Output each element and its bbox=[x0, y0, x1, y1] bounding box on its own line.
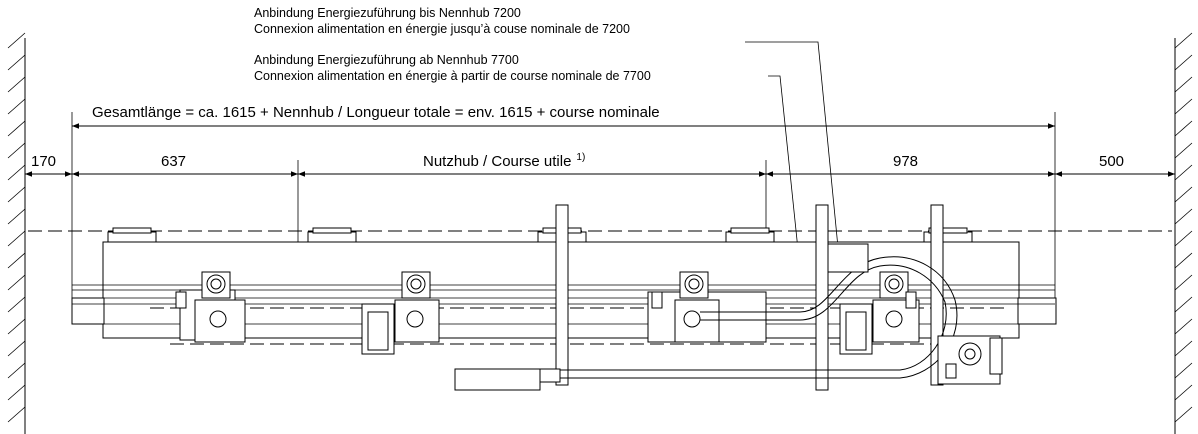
hatch-line bbox=[7, 76, 26, 93]
left-wall bbox=[7, 32, 26, 434]
annotation-upto-de: Anbindung Energiezuführung bis Nennhub 7… bbox=[254, 6, 521, 20]
annotation-from-de: Anbindung Energiezuführung ab Nennhub 77… bbox=[254, 53, 519, 67]
hatch-line bbox=[1174, 406, 1193, 423]
hatch-line bbox=[7, 54, 26, 71]
hatch-line bbox=[7, 318, 26, 335]
hatch-line bbox=[7, 362, 26, 379]
hatch-line bbox=[1174, 32, 1193, 49]
right-wall bbox=[1174, 32, 1193, 434]
carriage-mid-right bbox=[647, 271, 767, 343]
connection-annotations: Anbindung Energiezuführung bis Nennhub 7… bbox=[254, 6, 841, 299]
hatch-line bbox=[1174, 340, 1193, 357]
hatch-line bbox=[1174, 98, 1193, 115]
left-wall-hatching bbox=[7, 32, 26, 423]
hatch-line bbox=[1174, 252, 1193, 269]
top-caps bbox=[107, 227, 973, 243]
hatch-line bbox=[7, 252, 26, 269]
hatch-line bbox=[1174, 76, 1193, 93]
hatch-line bbox=[7, 186, 26, 203]
hatch-line bbox=[7, 296, 26, 313]
hatch-line bbox=[1174, 186, 1193, 203]
hatch-line bbox=[7, 98, 26, 115]
total-length-dimension: Gesamtlänge = ca. 1615 + Nennhub / Longu… bbox=[71, 104, 1056, 300]
total-length-label: Gesamtlänge = ca. 1615 + Nennhub / Longu… bbox=[92, 104, 660, 121]
hatch-line bbox=[7, 120, 26, 137]
left-clearance-label: 170 bbox=[31, 153, 56, 170]
hatch-line bbox=[1174, 296, 1193, 313]
hatch-line bbox=[7, 142, 26, 159]
hatch-line bbox=[7, 406, 26, 423]
carriage-mid-left bbox=[361, 271, 440, 355]
hatch-line bbox=[1174, 318, 1193, 335]
right-clearance-label: 500 bbox=[1099, 153, 1124, 170]
motor-unit bbox=[937, 335, 1003, 385]
leader-upto bbox=[745, 41, 841, 269]
hatch-line bbox=[7, 340, 26, 357]
carriage-right bbox=[839, 271, 920, 355]
leader-from bbox=[768, 75, 804, 299]
carriage-left bbox=[175, 271, 246, 343]
hatch-line bbox=[7, 32, 26, 49]
hatch-line bbox=[1174, 208, 1193, 225]
hatch-line bbox=[1174, 142, 1193, 159]
left-section-label: 637 bbox=[161, 153, 186, 170]
hatch-line bbox=[1174, 164, 1193, 181]
annotation-upto-fr: Connexion alimentation en énergie jusqu’… bbox=[254, 22, 630, 36]
hatch-line bbox=[1174, 362, 1193, 379]
hatch-line bbox=[1174, 54, 1193, 71]
hatch-line bbox=[1174, 384, 1193, 401]
annotation-from-fr: Connexion alimentation en énergie à part… bbox=[254, 69, 651, 83]
hatch-line bbox=[7, 274, 26, 291]
hatch-line bbox=[7, 230, 26, 247]
hatch-line bbox=[7, 164, 26, 181]
hatch-line bbox=[1174, 274, 1193, 291]
right-wall-hatching bbox=[1174, 32, 1193, 423]
hatch-line bbox=[7, 208, 26, 225]
vertical-posts bbox=[555, 204, 944, 391]
hatch-line bbox=[1174, 120, 1193, 137]
hatch-line bbox=[7, 384, 26, 401]
right-section-label: 978 bbox=[893, 153, 918, 170]
hatch-line bbox=[1174, 230, 1193, 247]
